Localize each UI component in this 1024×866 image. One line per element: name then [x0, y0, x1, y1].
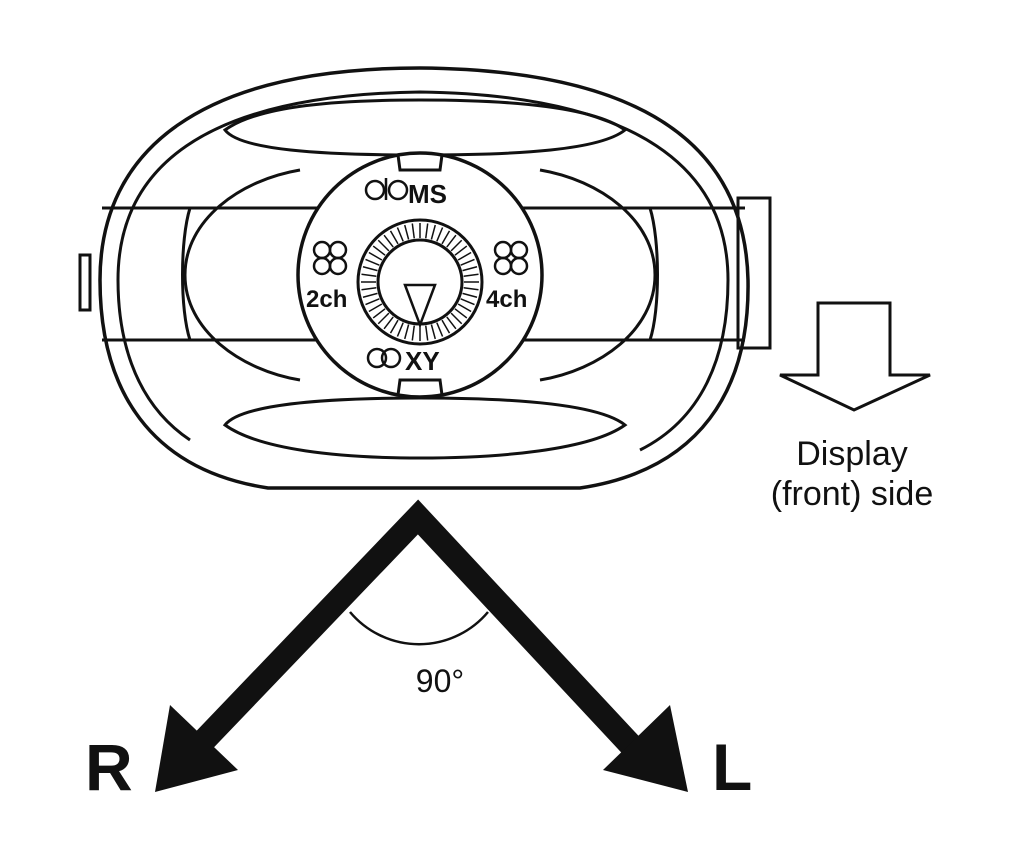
- dial-tooth: [361, 273, 377, 278]
- dial-tooth: [383, 316, 394, 330]
- dial-tooth: [463, 286, 479, 291]
- dial-tooth: [362, 266, 378, 272]
- dial-tooth: [368, 303, 383, 313]
- dial-tooth: [446, 316, 457, 330]
- dial-tooth: [441, 319, 451, 334]
- dial-tooth: [411, 223, 416, 239]
- display-side-arrow-icon: [779, 301, 931, 412]
- arrow-shafts: [181, 499, 649, 764]
- dial-tooth: [450, 239, 463, 252]
- dial-tooth: [462, 266, 478, 272]
- dial-tooth: [446, 234, 457, 248]
- dial-tooth: [389, 319, 399, 334]
- left-arrowhead-icon: [603, 705, 688, 792]
- 4ch-label: 4ch: [486, 286, 527, 313]
- dial-tooth: [404, 224, 410, 240]
- dial-tooth: [389, 230, 399, 245]
- dial-tooth: [430, 224, 436, 240]
- dial-tooth: [411, 325, 416, 341]
- dial-tooth: [396, 227, 404, 242]
- display-label-line2: (front) side: [771, 475, 934, 513]
- pointer-triangle-icon: [403, 283, 437, 329]
- dial-tooth: [404, 324, 410, 340]
- 2ch-label: 2ch: [306, 286, 347, 313]
- dial-tooth: [462, 292, 478, 298]
- dial-tooth: [377, 239, 390, 252]
- dial-tooth: [377, 312, 390, 325]
- dial-tooth: [365, 298, 380, 306]
- dial-tooth: [361, 286, 377, 291]
- dial-tooth: [450, 312, 463, 325]
- right-arrowhead-icon: [155, 705, 238, 792]
- xy-pattern-icon: [366, 347, 402, 369]
- ms-pattern-icon: [364, 178, 409, 201]
- dial-tooth: [430, 324, 436, 340]
- dial-tooth: [436, 322, 444, 337]
- dial-tooth: [463, 273, 479, 278]
- dial-tooth: [396, 322, 404, 337]
- dial-tooth: [362, 292, 378, 298]
- right-channel-label: R: [85, 730, 133, 804]
- dial-tooth: [457, 303, 472, 313]
- display-label-line1: Display: [796, 435, 907, 473]
- dial-tooth: [457, 251, 472, 261]
- 2ch-pattern-icon: [312, 240, 348, 276]
- angle-label: 90°: [416, 663, 464, 699]
- angle-arc: [349, 611, 489, 646]
- dial-tooth: [372, 308, 386, 319]
- dial-tooth: [372, 245, 386, 256]
- dial-tooth: [460, 258, 475, 266]
- dial-tooth: [460, 298, 475, 306]
- xy-label: XY: [405, 346, 440, 376]
- dial-tooth: [368, 251, 383, 261]
- dial-tooth: [454, 245, 468, 256]
- 4ch-pattern-icon: [493, 240, 529, 276]
- mode-dial[interactable]: MS XY 2ch 4ch: [296, 151, 544, 399]
- dial-tooth: [424, 223, 429, 239]
- ms-label: MS: [408, 179, 447, 209]
- dial-tooth: [365, 258, 380, 266]
- dial-tooth: [424, 325, 429, 341]
- dial-tooth: [383, 234, 394, 248]
- stereo-angle-arrows: [155, 499, 688, 792]
- dial-tooth: [454, 308, 468, 319]
- dial-tooth: [436, 227, 444, 242]
- dial-tooth: [441, 230, 451, 245]
- left-channel-label: L: [712, 730, 752, 804]
